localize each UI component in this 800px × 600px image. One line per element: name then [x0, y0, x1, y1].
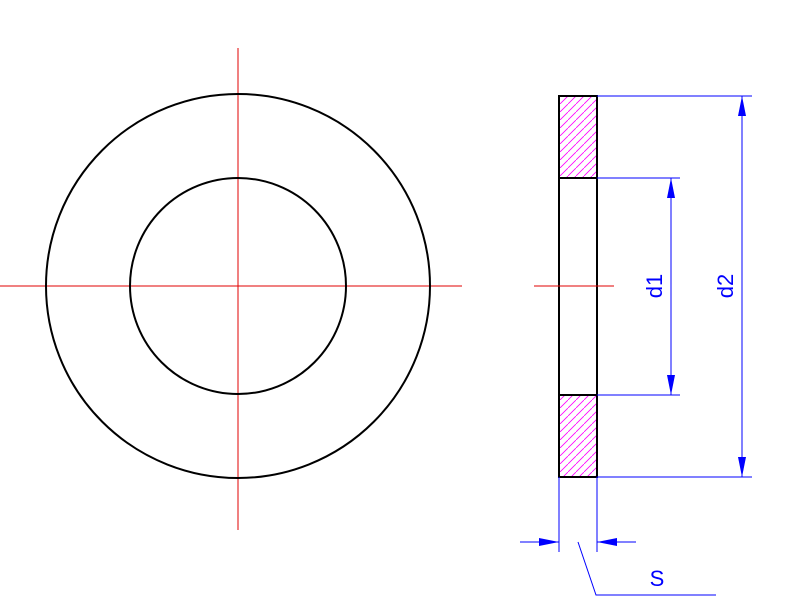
s-leader-line: [577, 541, 716, 596]
dimensions: [520, 95, 752, 596]
upper-section-hatch: [559, 96, 597, 178]
d2-bottom-arrowhead: [738, 457, 746, 477]
d1-top-arrowhead: [667, 178, 675, 198]
front-view: [0, 48, 462, 530]
d2-label: d2: [713, 274, 738, 298]
outer-circle: [45, 93, 431, 479]
side-view: [534, 95, 614, 478]
s-right-arrowhead: [597, 538, 617, 546]
d2-top-arrowhead: [738, 96, 746, 116]
lower-section-hatch: [559, 395, 597, 477]
d1-bottom-arrowhead: [667, 375, 675, 395]
s-label: S: [650, 566, 665, 591]
inner-circle: [129, 177, 347, 395]
d1-label: d1: [642, 274, 667, 298]
s-left-arrowhead: [539, 538, 559, 546]
